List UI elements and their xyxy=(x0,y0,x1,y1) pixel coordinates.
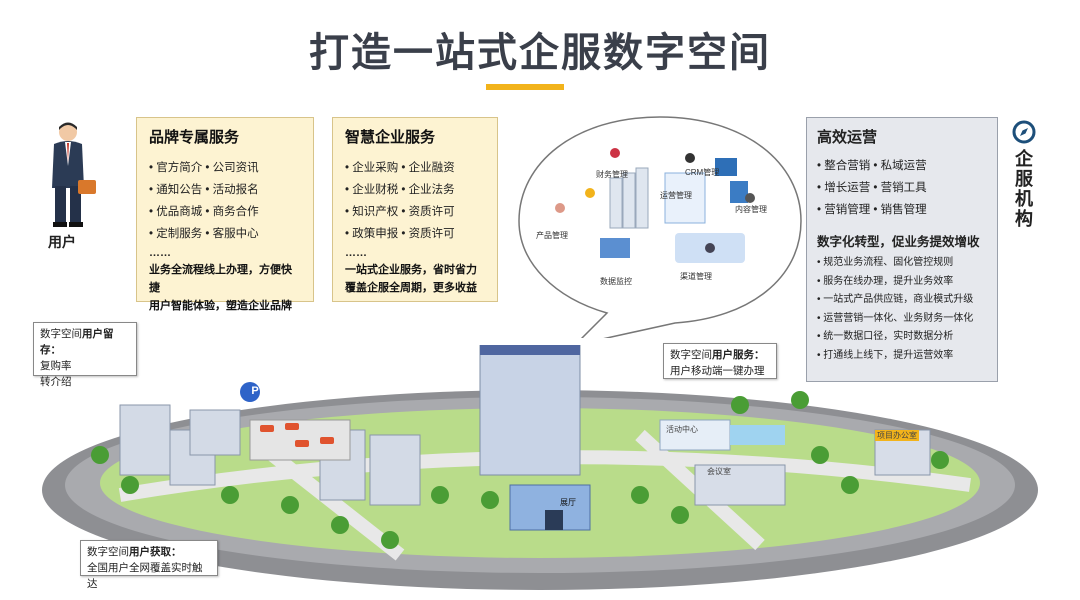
list-item: • 营销管理 • 销售管理 xyxy=(817,204,927,216)
brand-service-card: 品牌专属服务 • 官方简介 • 公司资讯 • 通知公告 • 活动报名 • 优品商… xyxy=(136,117,314,312)
list-item: • 整合营销 • 私域运营 xyxy=(817,160,927,172)
callout-heading: 用户留存： xyxy=(40,328,114,356)
callout-prefix: 数字空间 xyxy=(40,328,82,340)
callout-line: 全国用户全网覆盖实时触达 xyxy=(87,562,203,590)
user-label: 用户 xyxy=(48,234,76,250)
list-item: • 通知公告 • 活动报名 xyxy=(149,184,259,196)
smart-service-card: 智慧企业服务 • 企业采购 • 企业融资 • 企业财税 • 企业法务 • 知识产… xyxy=(332,117,498,302)
businessman-icon xyxy=(52,122,96,227)
callout-heading: 用户获取： xyxy=(129,546,182,558)
management-bubble xyxy=(518,116,802,338)
ellipsis: …… xyxy=(149,247,171,259)
org-label: 企服机构 xyxy=(1015,149,1033,230)
card-note: 覆盖企服全周期，更多收益 xyxy=(345,282,477,294)
callout-heading: 用户服务： xyxy=(712,349,765,361)
retention-callout: 数字空间用户留存： 复购率 转介绍 xyxy=(33,322,137,388)
module-label: 内容管理 xyxy=(735,205,767,214)
callout-line: 用户移动端一键办理 xyxy=(670,365,765,377)
card-note: 用户智能体验，塑造企业品牌 xyxy=(149,300,292,312)
card-note: 一站式企业服务，省时省力 xyxy=(345,264,477,276)
list-item: • 定制服务 • 客服中心 xyxy=(149,228,259,240)
list-item: • 运营营销一体化、业务财务一体化 xyxy=(817,312,974,324)
building-sign: 活动中心 xyxy=(666,425,698,434)
module-label: 产品管理 xyxy=(536,231,568,240)
list-item: • 规范业务流程、固化管控规则 xyxy=(817,257,954,268)
module-label: 运营管理 xyxy=(660,191,692,200)
panel-subtitle: 数字化转型，促业务提效增收 xyxy=(817,235,980,249)
building-sign: 展厅 xyxy=(560,498,576,507)
ellipsis: …… xyxy=(345,247,367,259)
list-item: • 一站式产品供应链，商业模式升级 xyxy=(817,294,974,305)
title-underline xyxy=(486,84,564,90)
list-item: • 知识产权 • 资质许可 xyxy=(345,206,455,218)
list-item: • 官方简介 • 公司资讯 xyxy=(149,162,259,174)
list-item: • 企业财税 • 企业法务 xyxy=(345,184,455,196)
card-title: 智慧企业服务 xyxy=(345,128,436,146)
list-item: • 统一数据口径，实时数据分析 xyxy=(817,331,954,342)
city-platform-illustration xyxy=(42,345,1038,590)
acquisition-callout: 数字空间用户获取： 全国用户全网覆盖实时触达 xyxy=(80,540,218,590)
panel-title: 高效运营 xyxy=(817,129,878,146)
card-title: 品牌专属服务 xyxy=(149,128,240,146)
service-callout: 数字空间用户服务： 用户移动端一键办理 xyxy=(663,343,777,379)
compass-icon xyxy=(1012,120,1036,144)
callout-prefix: 数字空间 xyxy=(670,349,712,361)
list-item: • 优品商城 • 商务合作 xyxy=(149,206,259,218)
callout-line: 转介绍 xyxy=(40,376,72,388)
page-title: 打造一站式企服数字空间 xyxy=(309,30,771,76)
efficient-ops-panel: 高效运营 • 整合营销 • 私域运营 • 增长运营 • 营销工具 • 营销管理 … xyxy=(806,117,998,382)
card-note: 业务全流程线上办理，方便快捷 xyxy=(149,264,292,294)
list-item: • 增长运营 • 营销工具 xyxy=(817,182,927,194)
module-label: 渠道管理 xyxy=(680,272,712,281)
callout-prefix: 数字空间 xyxy=(87,546,129,558)
parking-sign: P xyxy=(251,385,259,397)
module-label: 财务管理 xyxy=(596,170,628,179)
building-sign: 会议室 xyxy=(707,467,731,476)
list-item: • 服务在线办理，提升业务效率 xyxy=(817,275,954,287)
callout-line: 复购率 xyxy=(40,360,72,372)
list-item: • 打通线上线下，提升运营效率 xyxy=(817,349,954,361)
building-sign: 项目办公室 xyxy=(875,430,919,441)
list-item: • 企业采购 • 企业融资 xyxy=(345,162,455,174)
list-item: • 政策申报 • 资质许可 xyxy=(345,228,455,240)
module-label: CRM管理 xyxy=(685,168,720,177)
module-label: 数据监控 xyxy=(600,277,632,286)
